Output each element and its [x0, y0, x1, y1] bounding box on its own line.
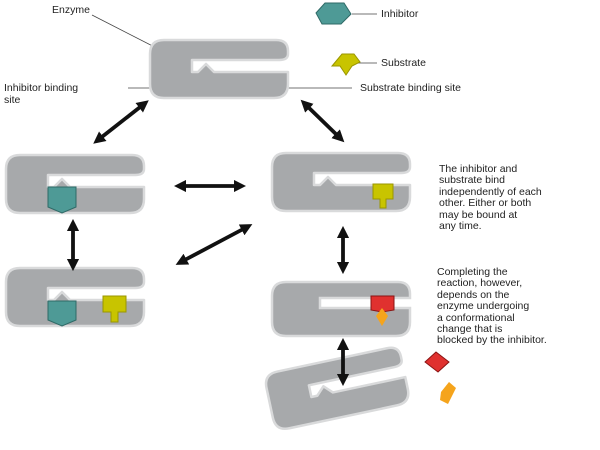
note2-line-6: change that is: [437, 323, 503, 336]
enzyme-label: Enzyme: [52, 4, 90, 16]
arrow-top-left: [93, 100, 149, 144]
arrow-top-right: [300, 99, 345, 143]
note2-line-2: reaction, however,: [437, 277, 523, 290]
inhibitor-site-label: Inhibitor binding site: [4, 82, 78, 106]
bound-inhibitor-both: [47, 300, 77, 327]
note2-line-4: enzyme undergoing: [437, 300, 530, 313]
completion-note: Completing the reaction, however, depend…: [437, 266, 547, 347]
note1-line-3: independently of each: [439, 185, 542, 198]
substrate-label: Substrate: [381, 57, 426, 69]
product-red: [370, 295, 395, 313]
note2-line-5: a conformational: [437, 311, 515, 324]
enzyme-substrate-bound: [270, 151, 412, 213]
enzyme-free: [148, 38, 290, 100]
note2-line-3: depends on the: [437, 288, 510, 301]
substrate-legend-icon: [330, 53, 361, 76]
enzyme-release: [262, 344, 412, 433]
inhibitor-site-line-2: site: [4, 94, 21, 106]
enzyme-inhibitor-bound: [4, 153, 146, 215]
enzyme-conformational: [270, 280, 412, 338]
substrate-site-label: Substrate binding site: [360, 82, 461, 94]
inhibitor-site-line-1: Inhibitor binding: [4, 82, 79, 94]
independent-binding-note: The inhibitor and substrate bind indepen…: [439, 163, 542, 233]
inhibitor-label: Inhibitor: [381, 8, 419, 20]
arrow-diagonal: [175, 224, 253, 265]
product-orange: [376, 308, 388, 326]
note2-line-1: Completing the: [437, 266, 508, 278]
note1-line-5: may be bound at: [439, 208, 518, 221]
bound-inhibitor: [47, 186, 77, 214]
note1-line-1: The inhibitor and: [439, 163, 518, 175]
bound-substrate: [372, 183, 394, 209]
note1-line-2: substrate bind: [439, 174, 505, 187]
note1-line-4: other. Either or both: [439, 197, 532, 210]
released-product-red: [424, 351, 450, 373]
note2-line-7: blocked by the inhibitor.: [437, 334, 547, 347]
bound-substrate-both: [102, 295, 127, 323]
arrows: [66, 99, 350, 387]
note1-line-6: any time.: [439, 220, 482, 233]
enzyme-both-bound: [4, 266, 146, 328]
inhibitor-legend-icon: [315, 2, 352, 25]
released-product-orange: [440, 382, 456, 404]
